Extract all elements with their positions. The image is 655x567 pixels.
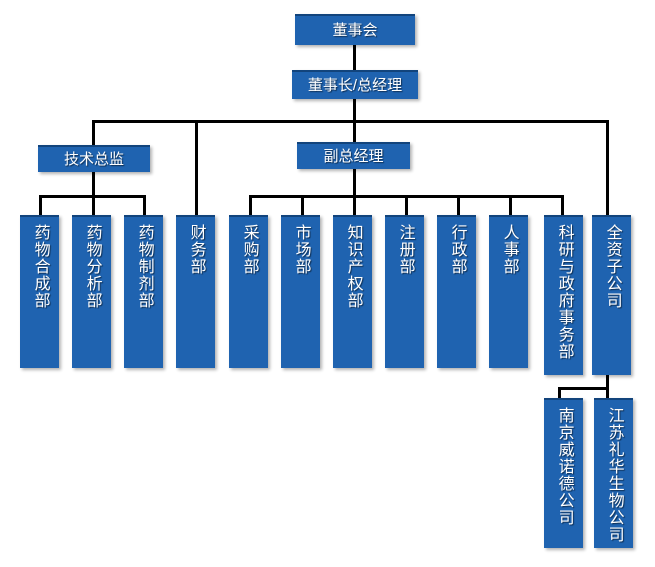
connector-tech-to-dept-02 — [92, 195, 95, 216]
node-dept-06-label: 市场部 — [292, 224, 310, 275]
node-dept-10[interactable]: 人事部 — [489, 215, 528, 368]
node-dept-07[interactable]: 知识产权部 — [333, 215, 372, 368]
node-dept-05[interactable]: 采购部 — [229, 215, 268, 368]
connector-subsidiary-drop — [606, 375, 609, 389]
node-deputy-gm[interactable]: 副总经理 — [297, 142, 410, 169]
connector-bus-to-sub-01 — [558, 387, 561, 400]
node-tech-director[interactable]: 技术总监 — [38, 145, 150, 172]
node-sub-01-label: 南京威诺德公司 — [555, 407, 573, 526]
connector-bus-to-tech-director — [92, 120, 95, 145]
node-dept-11-label: 科研与政府事务部 — [555, 224, 573, 360]
connector-deputy-to-dept-11 — [561, 195, 564, 216]
node-tech-director-label: 技术总监 — [63, 150, 124, 168]
node-dept-04[interactable]: 财务部 — [176, 215, 215, 368]
node-dept-03[interactable]: 药物制剂部 — [124, 215, 163, 368]
node-dept-08-label: 注册部 — [396, 224, 414, 275]
connector-tech-director-drop — [92, 172, 95, 198]
connector-bus-to-subsidiaries-branch — [606, 120, 609, 215]
node-board-label: 董事会 — [332, 21, 378, 39]
node-sub-01[interactable]: 南京威诺德公司 — [544, 398, 583, 548]
connector-tech-to-dept-01 — [39, 195, 42, 216]
node-sub-02-label: 江苏礼华生物公司 — [605, 407, 623, 543]
connector-deputy-to-dept-07 — [353, 195, 356, 216]
connector-bus-to-sub-02 — [606, 387, 609, 400]
node-dept-09-label: 行政部 — [448, 224, 466, 275]
node-dept-03-label: 药物制剂部 — [135, 224, 153, 309]
node-deputy-gm-label: 副总经理 — [323, 147, 384, 165]
node-chairman[interactable]: 董事长/总经理 — [292, 70, 418, 99]
connector-deputy-to-dept-10 — [509, 195, 512, 216]
bus-subsidiaries — [558, 387, 609, 390]
connector-deputy-to-dept-06 — [301, 195, 304, 216]
node-dept-01[interactable]: 药物合成部 — [20, 215, 59, 368]
connector-deputy-gm-drop — [353, 169, 356, 198]
connector-tech-to-dept-03 — [143, 195, 146, 216]
node-dept-08[interactable]: 注册部 — [385, 215, 424, 368]
node-sub-02[interactable]: 江苏礼华生物公司 — [594, 398, 633, 548]
connector-deputy-to-dept-08 — [405, 195, 408, 216]
connector-deputy-to-dept-09 — [457, 195, 460, 216]
connector-board-to-chairman — [353, 45, 356, 70]
connector-chairman-drop — [353, 99, 356, 122]
node-dept-12[interactable]: 全资子公司 — [592, 215, 631, 375]
node-dept-04-label: 财务部 — [187, 224, 205, 275]
node-dept-05-label: 采购部 — [240, 224, 258, 275]
node-dept-07-label: 知识产权部 — [344, 224, 362, 309]
connector-bus-to-deputy-gm — [353, 120, 356, 142]
node-chairman-label: 董事长/总经理 — [307, 76, 403, 94]
node-dept-11[interactable]: 科研与政府事务部 — [544, 215, 583, 375]
bus-level2 — [92, 120, 609, 123]
node-dept-12-label: 全资子公司 — [603, 224, 621, 309]
node-dept-01-label: 药物合成部 — [31, 224, 49, 309]
connector-bus-to-finance — [195, 120, 198, 215]
node-dept-09[interactable]: 行政部 — [437, 215, 476, 368]
node-dept-02[interactable]: 药物分析部 — [72, 215, 111, 368]
node-dept-02-label: 药物分析部 — [83, 224, 101, 309]
connector-deputy-to-dept-05 — [249, 195, 252, 216]
node-dept-06[interactable]: 市场部 — [281, 215, 320, 368]
node-board[interactable]: 董事会 — [295, 14, 415, 45]
node-dept-10-label: 人事部 — [500, 224, 518, 275]
